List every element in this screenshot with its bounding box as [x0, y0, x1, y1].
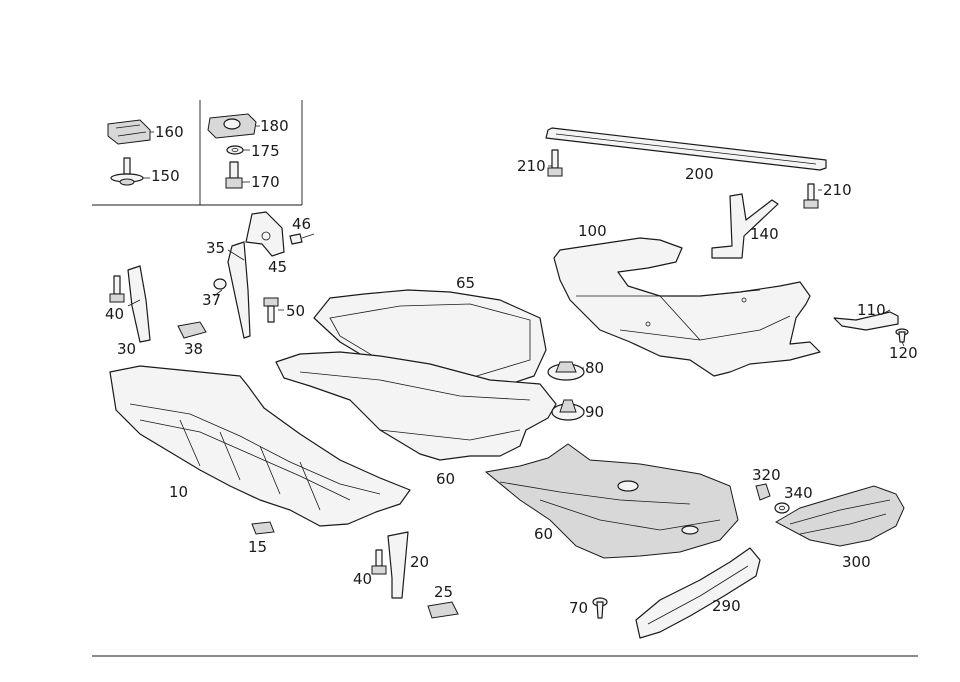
callout-25: 25	[434, 583, 453, 601]
callout-15: 15	[248, 538, 267, 556]
part-60-lower-panel[interactable]	[484, 443, 739, 559]
callout-45: 45	[268, 258, 287, 276]
part-200-strut-bar[interactable]	[545, 127, 827, 171]
callout-120: 120	[889, 344, 918, 362]
callout-37: 37	[202, 291, 221, 309]
part-90-grommet[interactable]	[551, 399, 585, 421]
part-175-washer[interactable]	[226, 145, 244, 155]
part-40-bolt-lower[interactable]	[371, 549, 387, 575]
part-70-clip[interactable]	[592, 597, 608, 619]
leader-lines	[127, 125, 905, 412]
callout-50: 50	[286, 302, 305, 320]
part-100-rear-panel[interactable]	[553, 237, 821, 377]
callout-175: 175	[251, 142, 280, 160]
callout-20: 20	[410, 553, 429, 571]
callout-110: 110	[857, 301, 886, 319]
part-25-clip[interactable]	[427, 601, 459, 619]
part-320-clip[interactable]	[755, 483, 771, 501]
part-300-wheel-liner[interactable]	[774, 485, 905, 547]
callout-40-lower: 40	[353, 570, 372, 588]
callout-320: 320	[752, 466, 781, 484]
small-parts-inset-frame	[92, 100, 303, 206]
callout-10: 10	[169, 483, 188, 501]
callout-70: 70	[569, 599, 588, 617]
callout-340: 340	[784, 484, 813, 502]
part-40-bolt-upper[interactable]	[109, 275, 125, 303]
callout-80: 80	[585, 359, 604, 377]
part-60-front-panel[interactable]	[275, 351, 557, 461]
part-37-clip[interactable]	[213, 278, 227, 290]
part-160-clip[interactable]	[107, 119, 151, 145]
part-110-bracket[interactable]	[833, 311, 899, 331]
callout-90: 90	[585, 403, 604, 421]
part-38-clip[interactable]	[177, 321, 207, 339]
callout-65: 65	[456, 274, 475, 292]
callout-160: 160	[155, 123, 184, 141]
callout-290: 290	[712, 597, 741, 615]
part-45-bracket-plate[interactable]	[245, 211, 285, 257]
callout-180: 180	[260, 117, 289, 135]
callout-150: 150	[151, 167, 180, 185]
callout-46: 46	[292, 215, 311, 233]
callout-40-upper: 40	[105, 305, 124, 323]
part-340-washer[interactable]	[774, 502, 790, 514]
callout-140: 140	[750, 225, 779, 243]
part-150-screw[interactable]	[110, 157, 144, 186]
callout-300: 300	[842, 553, 871, 571]
callout-200: 200	[685, 165, 714, 183]
callout-100: 100	[578, 222, 607, 240]
part-290-side-trim[interactable]	[635, 547, 761, 639]
part-50-bolt[interactable]	[263, 297, 279, 323]
callout-30: 30	[117, 340, 136, 358]
part-140-bracket[interactable]	[711, 193, 779, 259]
part-80-grommet[interactable]	[547, 361, 585, 381]
callout-210-right: 210	[823, 181, 852, 199]
part-120-clip[interactable]	[895, 328, 909, 343]
callout-38: 38	[184, 340, 203, 358]
part-10-engine-undershield[interactable]	[109, 365, 411, 527]
part-46-plug[interactable]	[289, 233, 315, 245]
callout-210-left: 210	[517, 157, 546, 175]
part-210-bolt-left[interactable]	[547, 149, 563, 177]
part-15-clip[interactable]	[251, 521, 275, 535]
callout-60-upper: 60	[436, 470, 455, 488]
part-35-vertical-bracket[interactable]	[227, 241, 251, 339]
callout-35: 35	[206, 239, 225, 257]
part-30-bracket[interactable]	[127, 265, 151, 343]
part-180-nut-plate[interactable]	[207, 113, 257, 139]
callout-60-lower: 60	[534, 525, 553, 543]
part-170-bolt[interactable]	[225, 161, 243, 189]
part-210-bolt-right[interactable]	[803, 183, 819, 209]
callout-170: 170	[251, 173, 280, 191]
part-20-bracket[interactable]	[387, 531, 409, 599]
